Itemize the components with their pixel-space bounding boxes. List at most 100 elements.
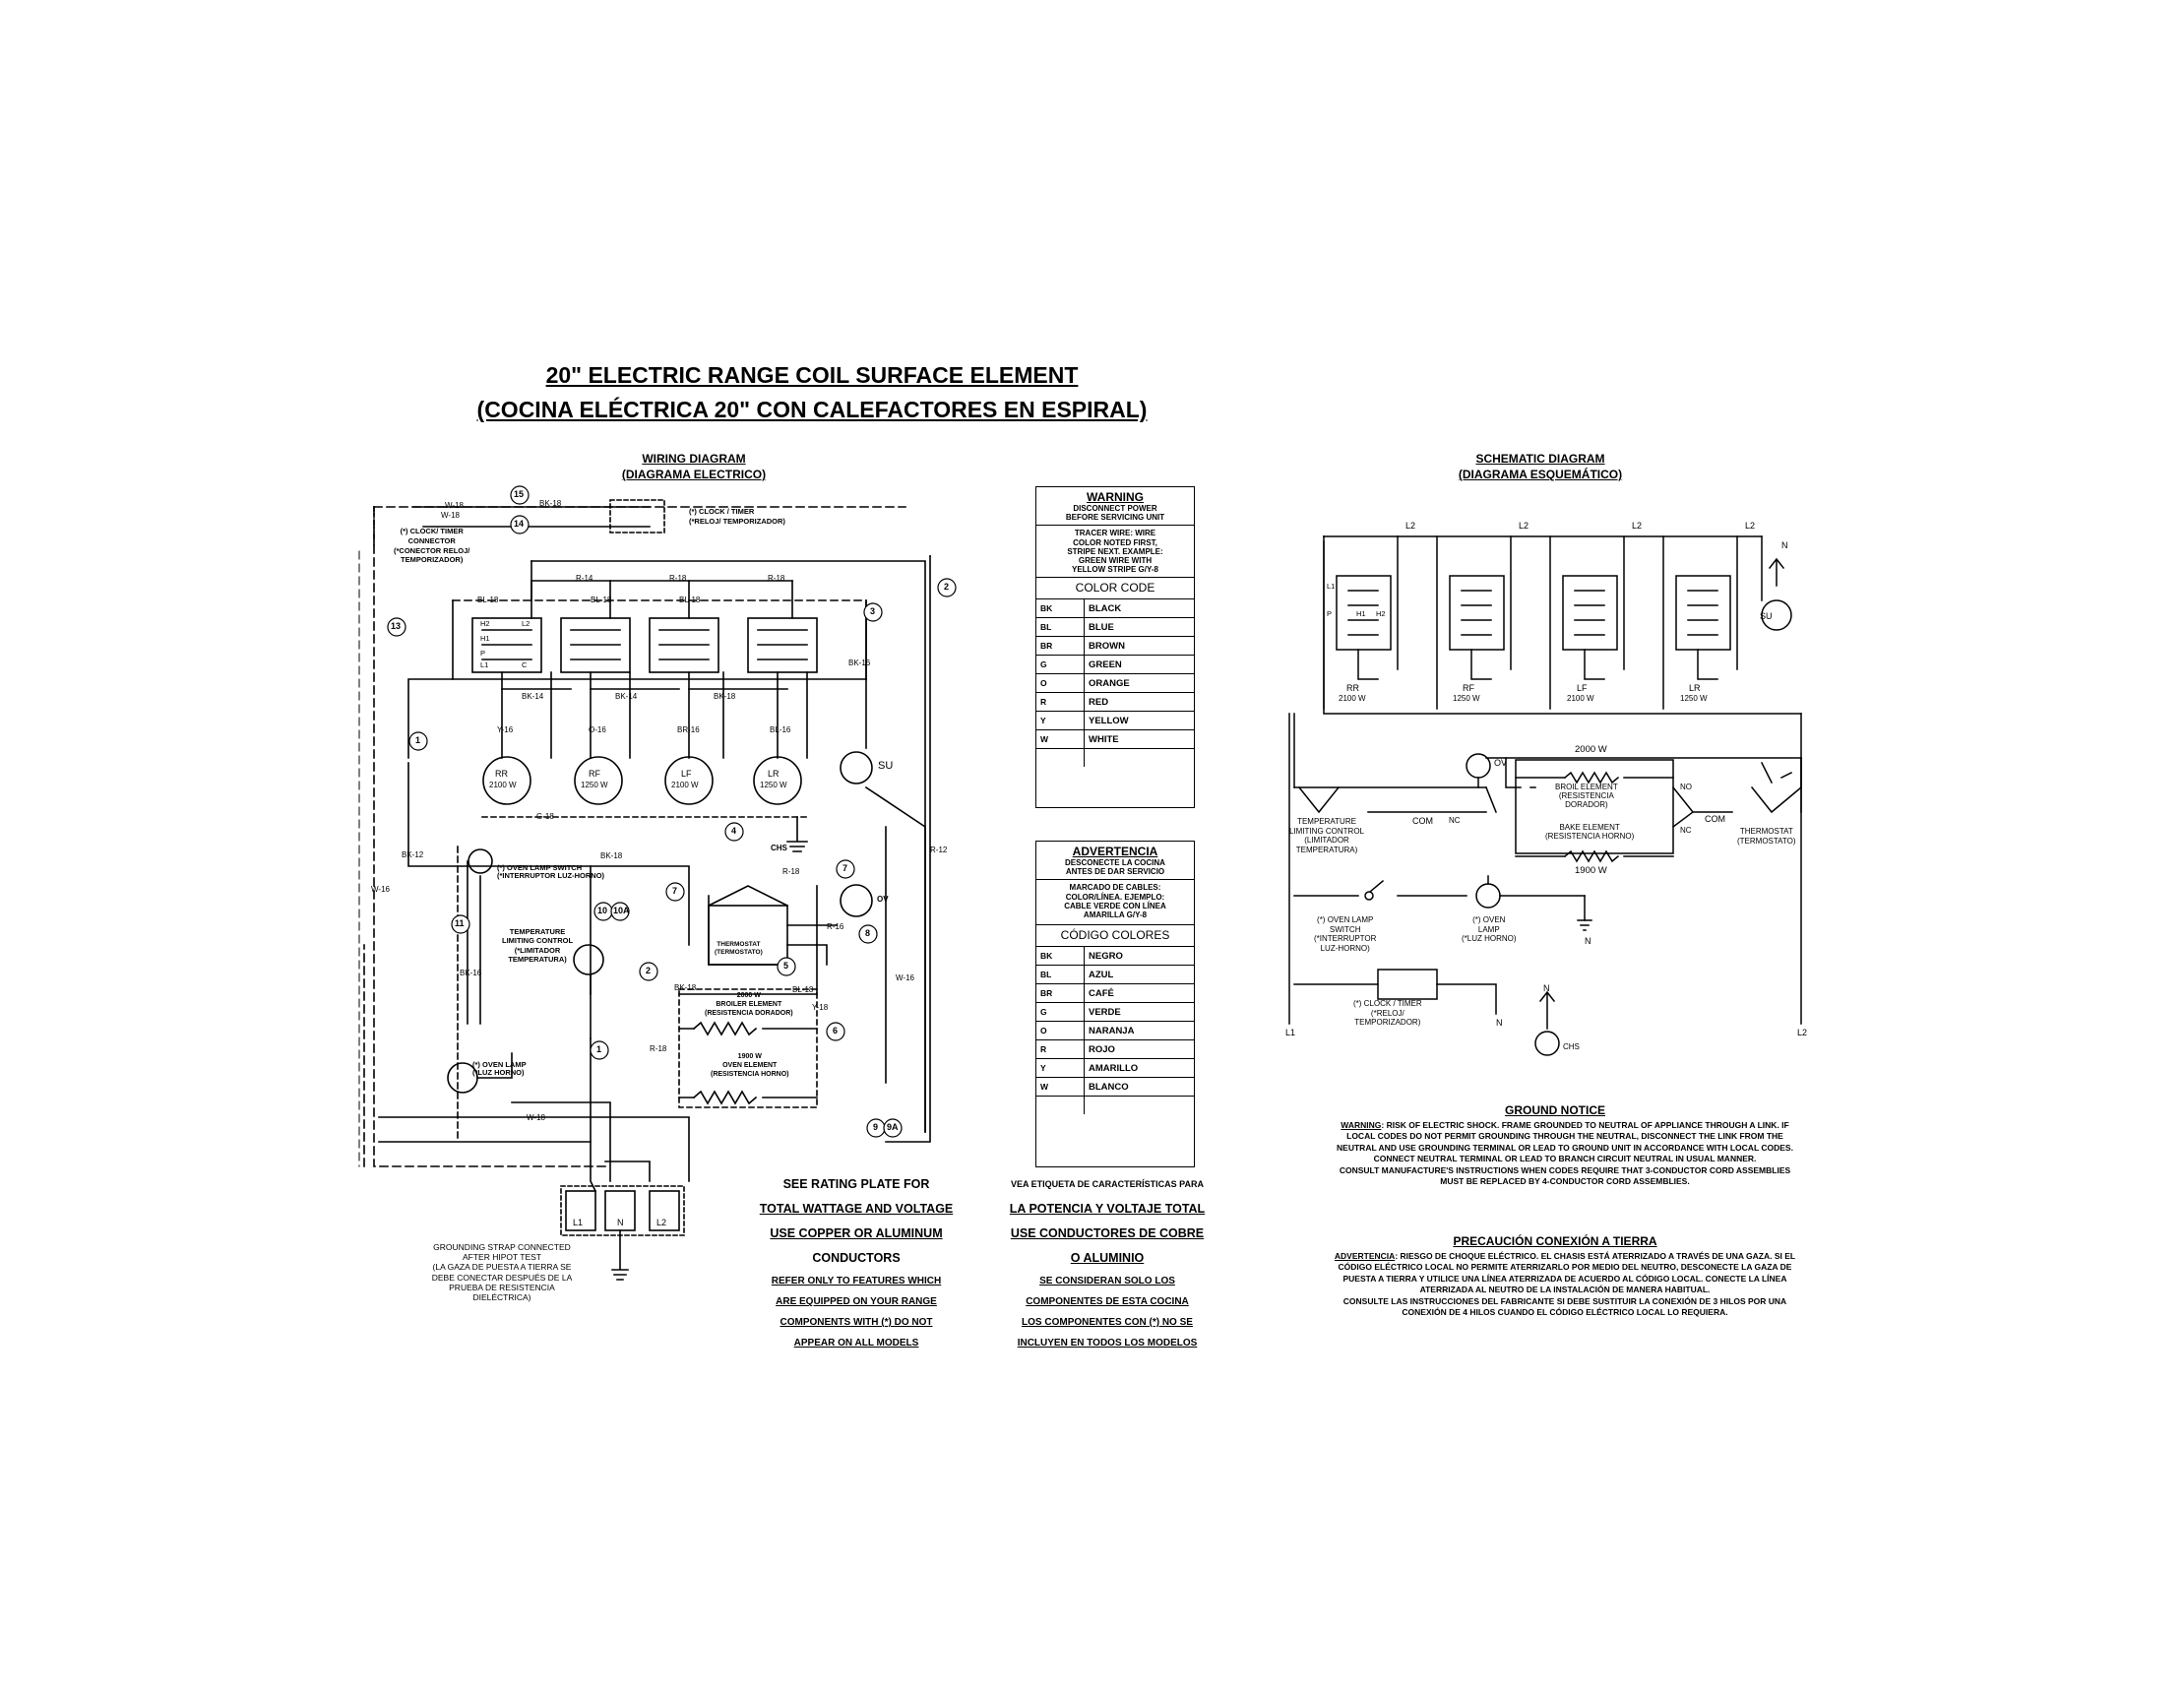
chs-label: CHS — [771, 844, 787, 852]
thermostat-label: THERMOSTAT (TERMOSTATO) — [1737, 827, 1796, 846]
terminal-label: H2 — [480, 619, 490, 628]
wire-label: BL-16 — [770, 725, 791, 734]
wire-label: BK-18 — [674, 983, 697, 992]
warning-title: WARNING — [1087, 490, 1144, 504]
oven-lamp-label: (*) OVEN LAMP (*LUZ HORNO) — [472, 1060, 527, 1077]
code-cell: BL — [1036, 617, 1085, 637]
advertencia-box: ADVERTENCIA DESCONECTE LA COCINA ANTES D… — [1035, 841, 1195, 1167]
l1-label: L1 — [1285, 1028, 1296, 1037]
wire-label: W-16 — [896, 973, 914, 982]
color-cell: VERDE — [1084, 1002, 1194, 1022]
code-cell: G — [1036, 655, 1085, 674]
ov-label: OV — [877, 895, 889, 904]
terminal-l1: L1 — [573, 1218, 584, 1227]
note-es-4: O ALUMINIO — [1070, 1251, 1145, 1265]
element-code: LR — [1689, 683, 1701, 693]
callout-number: 7 — [842, 863, 848, 873]
switch-h2-label: H2 — [1376, 609, 1386, 618]
wire-label: R-18 — [768, 574, 785, 583]
wire-label: R-18 — [669, 574, 687, 583]
callout-number: 11 — [455, 918, 465, 928]
color-cell: AMARILLO — [1084, 1058, 1194, 1078]
terminal-label: H1 — [480, 634, 490, 643]
bake-label: BAKE ELEMENT (RESISTENCIA HORNO) — [1545, 823, 1635, 842]
element-watts: 1250 W — [581, 781, 608, 789]
note-es-7: LOS COMPONENTES CON (*) NO SE — [1022, 1317, 1193, 1328]
wire-label: R-14 — [576, 574, 593, 583]
wire-label: BK-12 — [402, 850, 424, 859]
ov-label: OV — [1494, 758, 1508, 768]
wire-label: BL-18 — [792, 985, 814, 994]
note-es-5: SE CONSIDERAN SOLO LOS — [1039, 1276, 1175, 1286]
code-cell: Y — [1036, 711, 1085, 730]
wire-label: Y-16 — [497, 725, 514, 734]
title-line1: 20" ELECTRIC RANGE COIL SURFACE ELEMENT — [545, 362, 1079, 388]
wire-label: R-18 — [782, 867, 800, 876]
ground-warning-text: : RISK OF ELECTRIC SHOCK. FRAME GROUNDED… — [1337, 1120, 1793, 1164]
wire-label: BR-16 — [677, 725, 700, 734]
element-code: RR — [495, 769, 508, 779]
callout-number: 7 — [672, 886, 678, 896]
note-en-8: APPEAR ON ALL MODELS — [793, 1338, 919, 1349]
l2-label: L2 — [1405, 521, 1416, 531]
code-cell: O — [1036, 1021, 1085, 1040]
clock-connector-label: (*) CLOCK/ TIMER CONNECTOR (*CONECTOR RE… — [394, 527, 470, 565]
code-cell: BR — [1036, 636, 1085, 656]
color-code-title: COLOR CODE — [1036, 577, 1194, 595]
nc-label: NC — [1449, 816, 1461, 825]
terminal-label: C — [522, 660, 528, 669]
wire-label: W-18 — [441, 511, 460, 520]
callout-number: 2 — [944, 582, 950, 592]
wire-label: R-12 — [930, 846, 948, 854]
callout-number: 10 — [597, 906, 608, 915]
color-cell: BLUE — [1084, 617, 1194, 637]
callout-number: 2 — [646, 966, 652, 975]
note-en-2: TOTAL WATTAGE AND VOLTAGE — [759, 1202, 954, 1216]
wire-label: W-18 — [445, 501, 464, 510]
n-label: N — [1543, 983, 1550, 993]
switch-h1-label: H1 — [1356, 609, 1366, 618]
temp-limit-label: TEMPERATURE LIMITING CONTROL (*LIMITADOR… — [502, 927, 574, 965]
wire-label: R-16 — [827, 922, 844, 931]
bake-watts: 1900 W — [1575, 865, 1607, 876]
no-label: NO — [1680, 783, 1692, 791]
note-en-5: REFER ONLY TO FEATURES WHICH — [771, 1276, 942, 1286]
wire-label: BK-18 — [539, 499, 562, 508]
element-watts: 1250 W — [1680, 694, 1708, 703]
wiring-diagram — [358, 499, 931, 1281]
warning-line: DISCONNECT POWER BEFORE SERVICING UNIT — [1036, 504, 1194, 527]
precaucion-consult-text: CONSULTE LAS INSTRUCCIONES DEL FABRICANT… — [1342, 1295, 1787, 1318]
element-watts: 1250 W — [1453, 694, 1480, 703]
note-es-2: LA POTENCIA Y VOLTAJE TOTAL — [1009, 1202, 1206, 1216]
element-code: LR — [768, 769, 780, 779]
broiler-label: 2000 W BROILER ELEMENT (RESISTENCIA DORA… — [705, 992, 793, 1017]
precaucion-label: ADVERTENCIA — [1334, 1251, 1396, 1261]
note-es-3: USE CONDUCTORES DE COBRE — [1010, 1226, 1205, 1240]
temp-limit-label: TEMPERATURE LIMITING CONTROL (LIMITADOR … — [1289, 817, 1365, 854]
thermostat-label: THERMOSTAT (TERMOSTATO) — [715, 941, 763, 956]
broil-watts: 2000 W — [1575, 744, 1607, 755]
advertencia-line: DESCONECTE LA COCINA ANTES DE DAR SERVIC… — [1036, 858, 1194, 881]
callout-number: 1 — [596, 1044, 602, 1054]
callout-number: 6 — [833, 1026, 839, 1035]
code-cell: BR — [1036, 983, 1085, 1003]
wire-label: Y-18 — [812, 1003, 829, 1012]
ground-consult-text: CONSULT MANUFACTURE'S INSTRUCTIONS WHEN … — [1339, 1164, 1791, 1187]
element-watts: 2100 W — [1339, 694, 1366, 703]
note-es-6: COMPONENTES DE ESTA COCINA — [1026, 1296, 1189, 1307]
oven-element-label: 1900 W OVEN ELEMENT (RESISTENCIA HORNO) — [711, 1053, 789, 1078]
clock-timer-label: (*) CLOCK / TIMER (*RELOJ/ TEMPORIZADOR) — [689, 507, 785, 526]
color-cell: AZUL — [1084, 965, 1194, 984]
schematic-heading: SCHEMATIC DIAGRAM — [1475, 452, 1605, 466]
